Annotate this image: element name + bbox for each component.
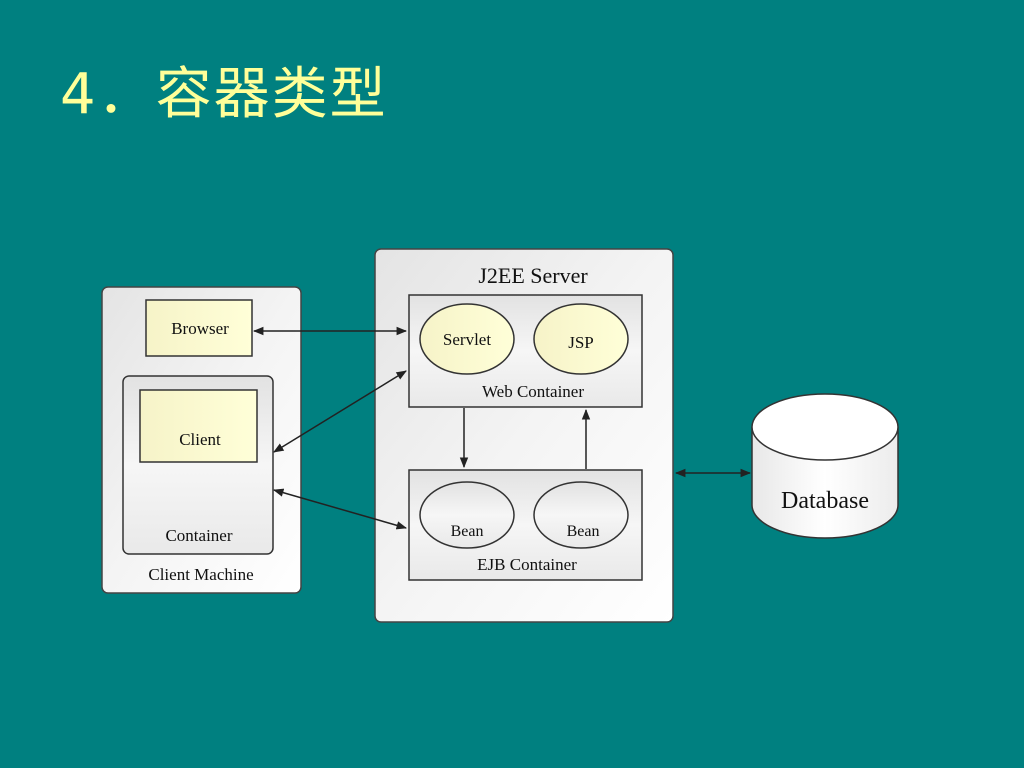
arrow-client-web: [273, 370, 407, 453]
database-node: Database: [751, 393, 899, 539]
arrow-client-ejb: [272, 488, 408, 530]
bean-node-1: Bean: [419, 481, 515, 549]
jsp-node: JSP: [533, 303, 629, 375]
browser-box: Browser: [145, 299, 253, 357]
browser-label: Browser: [171, 319, 229, 338]
client-label: Client: [179, 430, 221, 449]
bean-node-2: Bean: [533, 481, 629, 549]
ejb-container-label: EJB Container: [477, 555, 577, 574]
j2ee-server-label: J2EE Server: [478, 263, 588, 288]
jsp-label: JSP: [568, 333, 594, 352]
web-container-label: Web Container: [482, 382, 584, 401]
bean-2-label: Bean: [567, 523, 600, 540]
slide-title: 4．容器类型: [60, 62, 388, 127]
servlet-node: Servlet: [419, 303, 515, 375]
database-label: Database: [781, 488, 869, 514]
servlet-label: Servlet: [443, 330, 491, 349]
client-machine-label: Client Machine: [148, 565, 253, 584]
container-label: Container: [165, 526, 232, 545]
client-box: Client: [139, 389, 258, 463]
bean-1-label: Bean: [451, 523, 484, 540]
